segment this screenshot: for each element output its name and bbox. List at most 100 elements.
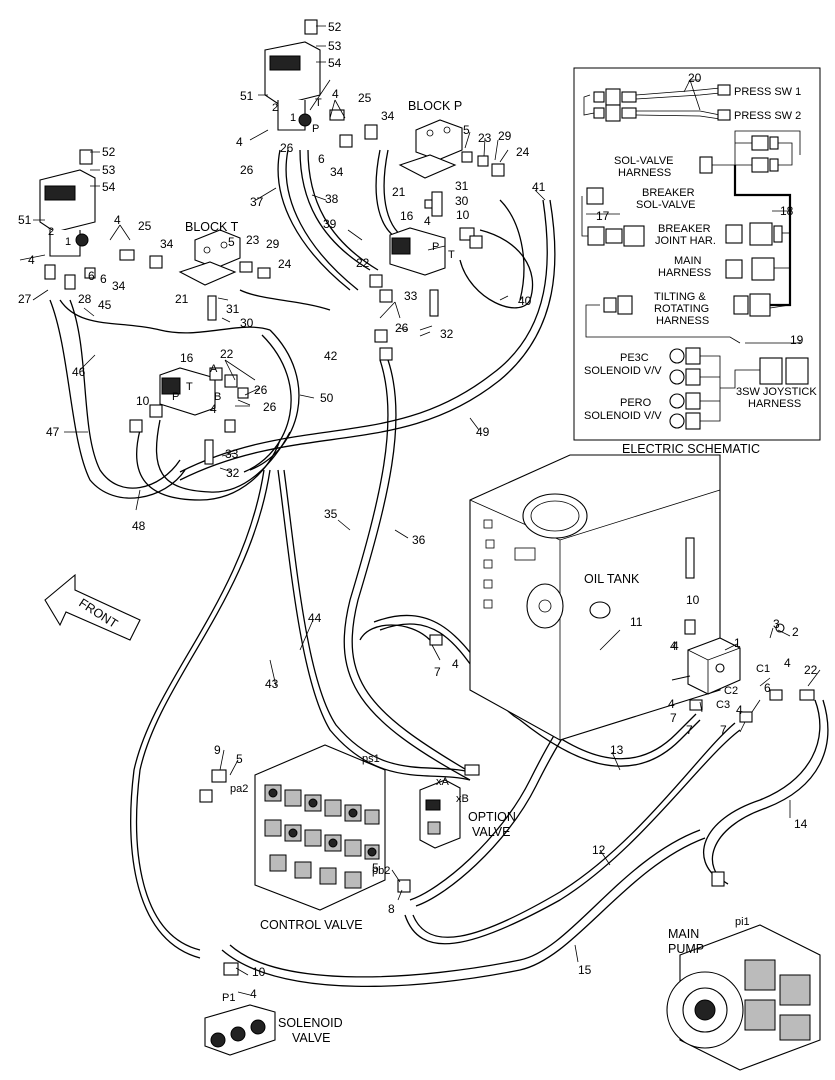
label-pe3c-2: SOLENOID V/V — [584, 365, 662, 377]
callout: 49 — [476, 425, 490, 439]
callout: 25 — [138, 219, 152, 233]
callout: 51 — [18, 213, 32, 227]
callout: 40 — [518, 294, 532, 308]
callout: 8 — [388, 902, 395, 916]
callout: 4 — [668, 697, 675, 711]
joystick-left — [39, 149, 96, 257]
callout: 47 — [46, 425, 60, 439]
callout: 24 — [516, 145, 530, 159]
callout: 10 — [456, 208, 470, 222]
joystick-top — [264, 19, 321, 131]
callout: 5 — [463, 123, 470, 137]
callout: 26 — [280, 141, 294, 155]
callout: 33 — [225, 447, 239, 461]
label-pe3c: PE3C — [620, 352, 649, 364]
callout: 43 — [265, 677, 279, 691]
label-block-p: BLOCK P — [408, 99, 462, 113]
callout: 25 — [358, 91, 372, 105]
callout: 14 — [794, 817, 808, 831]
callout: 31 — [455, 179, 469, 193]
callout: 54 — [102, 180, 116, 194]
label-sol-valve-harness: SOL-VALVE — [614, 155, 674, 167]
valve-16-lower — [159, 367, 216, 416]
callout: 7 — [686, 723, 693, 737]
port-label: 2 — [48, 226, 54, 238]
callout: 4 — [236, 135, 243, 149]
port-label: ps1 — [362, 753, 380, 765]
port-label: T — [448, 249, 455, 261]
port-label: xB — [456, 793, 469, 805]
port-label: C2 — [724, 685, 738, 697]
label-breaker-joint: BREAKER — [658, 223, 711, 235]
callout: 34 — [112, 279, 126, 293]
label-breaker-joint-2: JOINT HAR. — [655, 235, 716, 247]
label-main-pump-2: PUMP — [668, 942, 704, 956]
callout: 32 — [440, 327, 454, 341]
port-label: P1 — [222, 992, 235, 1004]
callout: 4 — [672, 639, 679, 653]
callout: 10 — [686, 593, 700, 607]
callout: 5 — [228, 235, 235, 249]
callout: 4 — [424, 214, 431, 228]
leader-lines — [19, 25, 821, 996]
callout: 29 — [498, 129, 512, 143]
callout: 16 — [180, 351, 194, 365]
fittings — [44, 109, 815, 976]
callout: 31 — [226, 302, 240, 316]
callout: 3 — [773, 617, 780, 631]
front-arrow — [44, 573, 141, 641]
callout: 35 — [324, 507, 338, 521]
callout: 27 — [18, 292, 32, 306]
breaker-joint-harness-connectors — [725, 210, 792, 281]
sol-valve-harness-connectors — [699, 130, 801, 307]
control-valve — [254, 744, 386, 911]
label-sol-valve-harness-2: HARNESS — [618, 167, 671, 179]
callout: 4 — [736, 703, 743, 717]
callout: 13 — [610, 743, 624, 757]
callout: 1 — [734, 636, 741, 650]
callout: 5 — [236, 752, 243, 766]
callout: 54 — [328, 56, 342, 70]
callout: 22 — [356, 256, 370, 270]
label-tilting-2: ROTATING — [654, 303, 709, 315]
callout: 21 — [175, 292, 189, 306]
breaker-sol-valve-connectors — [581, 187, 645, 247]
block-t — [178, 229, 241, 286]
callout: 10 — [252, 965, 266, 979]
callout: 9 — [214, 743, 221, 757]
label-tilting: TILTING & — [654, 291, 706, 303]
block-p — [398, 119, 463, 179]
port-label: C3 — [716, 699, 730, 711]
label-oil-tank: OIL TANK — [584, 572, 640, 586]
callout: 7 — [720, 723, 727, 737]
port-label: A — [210, 363, 218, 375]
callout: 30 — [240, 316, 254, 330]
callout: 53 — [328, 39, 342, 53]
callout: 26 — [395, 321, 409, 335]
port-label: pb2 — [372, 865, 390, 877]
option-valve — [419, 779, 461, 849]
solenoid-vv-connectors — [669, 340, 809, 430]
callout: 15 — [578, 963, 592, 977]
label-joystick-2: HARNESS — [748, 398, 801, 410]
label-breaker-sol-valve-2: SOL-VALVE — [636, 199, 696, 211]
callout: 28 — [78, 292, 92, 306]
callout: 32 — [226, 466, 240, 480]
port-label: pi1 — [735, 916, 750, 928]
label-solenoid-valve-1: SOLENOID — [278, 1016, 343, 1030]
callout: 29 — [266, 237, 280, 251]
callout: 51 — [240, 89, 254, 103]
callout: 7 — [434, 665, 441, 679]
callout: 30 — [455, 194, 469, 208]
callout: 11 — [630, 615, 643, 629]
callout: 53 — [102, 163, 116, 177]
label-option-valve-1: OPTION — [468, 810, 516, 824]
label-option-valve-2: VALVE — [472, 825, 510, 839]
label-main-pump-1: MAIN — [668, 927, 699, 941]
callout: 4 — [784, 656, 791, 670]
main-pump — [666, 924, 821, 1071]
callout: 22 — [220, 347, 234, 361]
callout: 44 — [308, 611, 322, 625]
